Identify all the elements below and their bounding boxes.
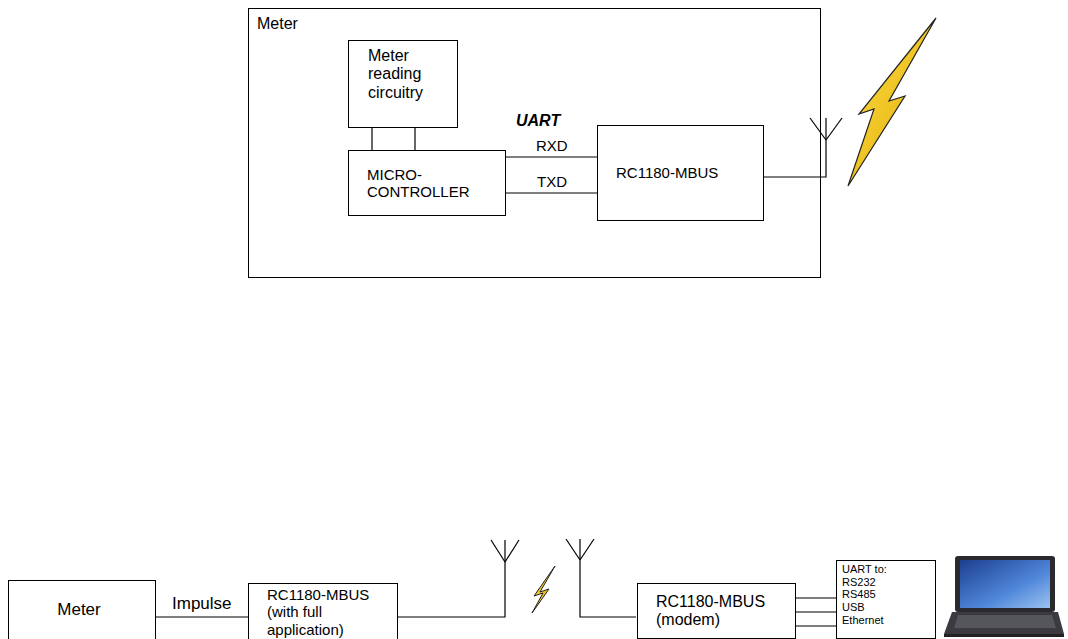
antenna-wire xyxy=(764,118,842,177)
signal-name: Impulse xyxy=(170,594,234,614)
antenna-wire xyxy=(398,539,636,617)
connector-line xyxy=(796,611,836,612)
component-box: MICRO-CONTROLLER xyxy=(348,150,506,216)
lightning-bolt xyxy=(532,566,555,613)
component-box: Meter reading circuitry xyxy=(348,40,458,128)
component-box: RC1180-MBUS (modem) xyxy=(637,583,796,639)
component-box: RC1180-MBUS xyxy=(597,125,764,221)
signal-name: UART xyxy=(514,112,562,130)
component-box: Meter xyxy=(8,580,156,639)
connector-line xyxy=(156,616,248,617)
connector-line xyxy=(371,128,372,150)
box-label: RC1180-MBUS xyxy=(616,164,746,181)
signal-name: TXD xyxy=(535,173,569,190)
connector-line xyxy=(506,192,597,193)
box-label: RC1180-MBUS (modem) xyxy=(656,593,768,630)
connector-line xyxy=(796,625,836,626)
box-label: MICRO-CONTROLLER xyxy=(367,166,481,201)
box-label: Meter xyxy=(257,15,814,33)
connector-line xyxy=(506,156,597,157)
box-label: RC1180-MBUS (with full application) xyxy=(267,586,379,638)
laptop-picture xyxy=(944,556,1064,637)
component-box: RC1180-MBUS (with full application) xyxy=(248,583,398,639)
box-label: Meter reading circuitry xyxy=(368,47,446,102)
lightning-bolt xyxy=(848,18,936,186)
box-label: Meter xyxy=(57,600,100,620)
box-label: UART to: RS232 RS485 USB Ethernet xyxy=(842,563,896,626)
connector-line xyxy=(796,597,836,598)
connector-line xyxy=(414,128,415,150)
component-box: UART to: RS232 RS485 USB Ethernet xyxy=(836,560,936,639)
signal-name: RXD xyxy=(534,137,570,154)
